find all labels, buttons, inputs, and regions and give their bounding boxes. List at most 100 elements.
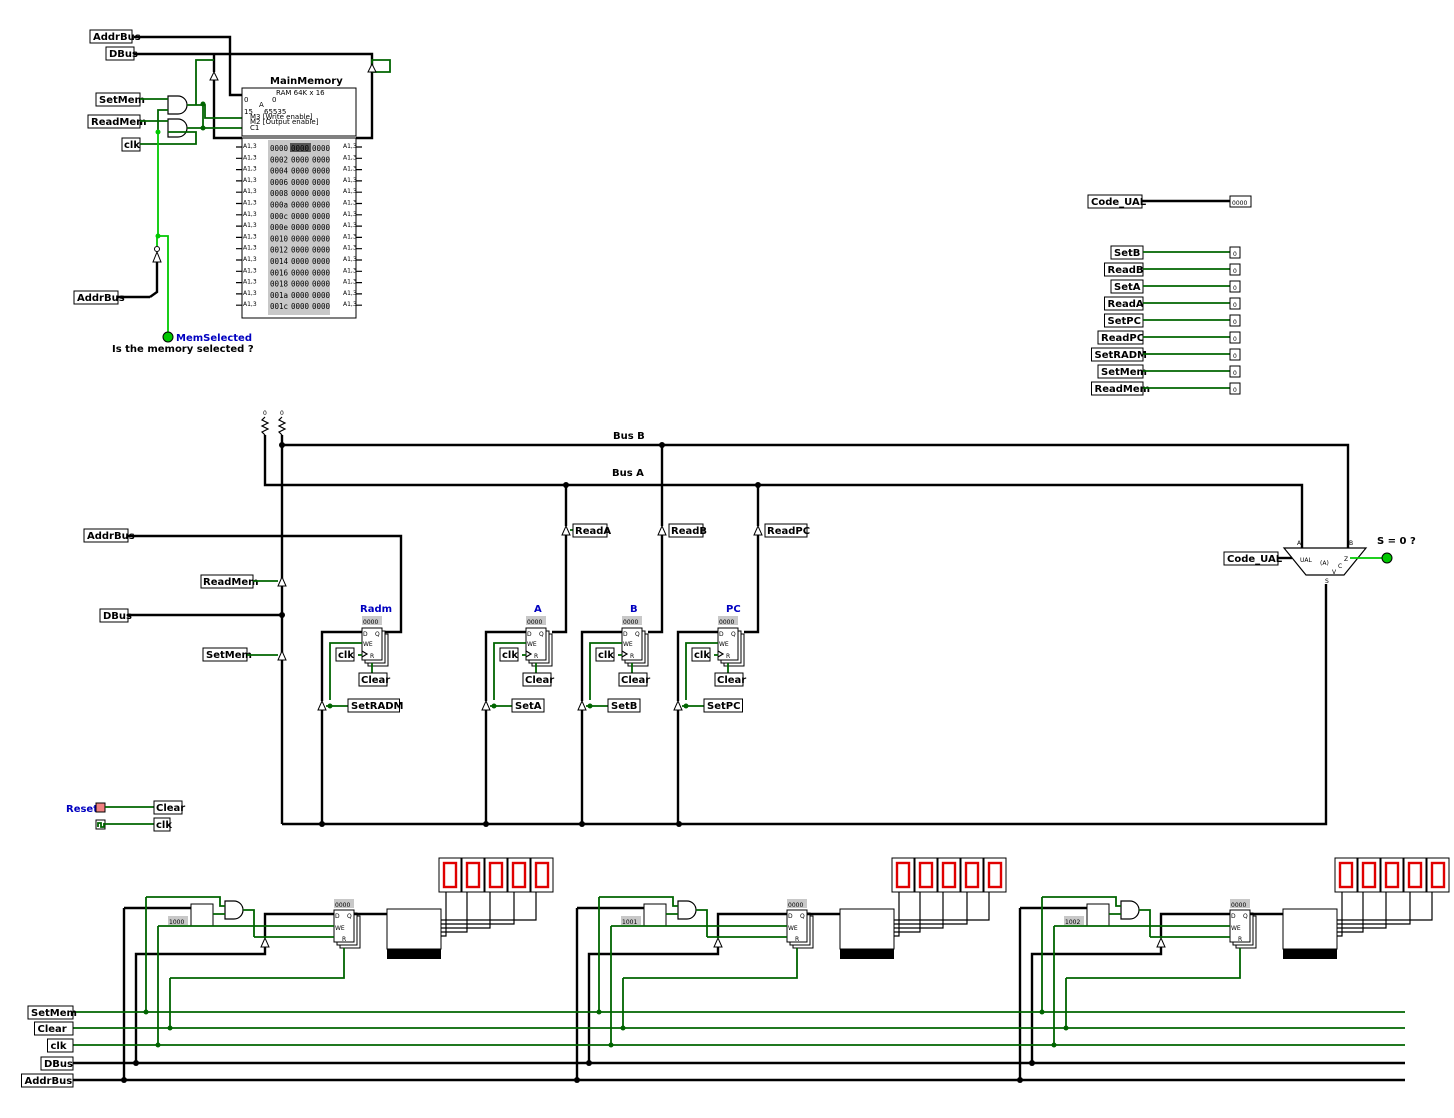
mem-cell[interactable]: 0000: [291, 144, 310, 153]
mem-cell[interactable]: 0000: [291, 189, 310, 198]
pin-readmem[interactable]: ReadMem: [1091, 381, 1151, 396]
mem-cell[interactable]: 0000: [312, 167, 331, 176]
mem-cell[interactable]: 0000: [312, 280, 331, 289]
mem-cell[interactable]: 0000: [291, 234, 310, 243]
mem-cell[interactable]: 0000: [312, 223, 331, 232]
mem-cell[interactable]: 0000: [312, 212, 331, 221]
pin-clear-reg[interactable]: Clear: [714, 672, 746, 687]
alu[interactable]: A B UAL (A) Z C V S: [1282, 540, 1368, 585]
mem-cell[interactable]: 0000: [291, 257, 310, 266]
mem-cell[interactable]: 0000: [291, 155, 310, 164]
mem-addr: 0002: [270, 155, 288, 164]
pin-addrbus-left[interactable]: AddrBus: [83, 528, 135, 543]
mem-cell[interactable]: 0000: [291, 223, 310, 232]
pin-setmem-left[interactable]: SetMem: [202, 647, 252, 662]
mem-cell[interactable]: 0000: [291, 246, 310, 255]
bit-input[interactable]: [1229, 348, 1241, 361]
bit-input[interactable]: [1229, 246, 1241, 259]
mem-cell[interactable]: 0000: [291, 280, 310, 289]
bit-input[interactable]: [1229, 382, 1241, 395]
bit-input[interactable]: [1229, 263, 1241, 276]
main-memory[interactable]: MainMemory RAM 64K x 16 0 0 A 15 65535 M…: [236, 76, 362, 319]
pin-dbus-left[interactable]: DBus: [99, 608, 132, 623]
d-pin: D: [1231, 913, 1236, 920]
mem-cell[interactable]: 0000: [312, 155, 331, 164]
mem-cell[interactable]: 0000: [312, 302, 331, 311]
pin-clk-reg[interactable]: clk: [335, 647, 355, 662]
pin-readmem-top[interactable]: ReadMem: [87, 114, 147, 129]
mem-cell[interactable]: 0000: [312, 144, 331, 153]
pin-readpc[interactable]: ReadPC: [764, 523, 810, 538]
pin-clear-reg[interactable]: Clear: [618, 672, 650, 687]
mem-cell[interactable]: 0000: [312, 189, 331, 198]
pin-readpc[interactable]: ReadPC: [1097, 330, 1144, 345]
pin-setb[interactable]: SetB: [1110, 245, 1144, 260]
bit-input[interactable]: [1229, 331, 1241, 344]
pin-clk-reg[interactable]: clk: [691, 647, 711, 662]
reset-button[interactable]: [95, 802, 106, 813]
pin-seta[interactable]: SetA: [511, 698, 545, 713]
address-const: 1000: [169, 919, 184, 926]
and-gate: [1120, 900, 1140, 920]
pin-addrbus-low[interactable]: AddrBus: [73, 290, 125, 305]
pin-clk-bottom[interactable]: clk: [47, 1038, 74, 1053]
mem-cell[interactable]: 0000: [291, 302, 310, 311]
pin-readb[interactable]: ReadB: [1104, 262, 1144, 277]
mem-pin-right: A1,3: [343, 200, 357, 207]
bus-a-label: Bus A: [612, 468, 644, 479]
mem-cell[interactable]: 0000: [312, 268, 331, 277]
mem-cell[interactable]: 0000: [312, 201, 331, 210]
register-value: 0000: [788, 902, 803, 909]
pin-clear-reset[interactable]: Clear: [153, 800, 185, 815]
line-m2: M2 [Output enable]: [250, 118, 319, 126]
pin-addrbus-bottom[interactable]: AddrBus: [21, 1073, 74, 1088]
mem-cell[interactable]: 0000: [312, 246, 331, 255]
pin-addrbus-top[interactable]: AddrBus: [89, 29, 141, 44]
pin-dbus-top[interactable]: DBus: [105, 46, 138, 61]
mem-cell[interactable]: 0000: [312, 234, 331, 243]
bit-input[interactable]: [1229, 365, 1241, 378]
mem-cell[interactable]: 0000: [291, 167, 310, 176]
mem-cell[interactable]: 0000: [291, 201, 310, 210]
pin-code-ual-top[interactable]: Code_UAL: [1087, 194, 1147, 209]
pin-readmem-left[interactable]: ReadMem: [200, 574, 259, 589]
mem-addr: 0000: [270, 144, 289, 153]
pin-setb[interactable]: SetB: [607, 698, 641, 713]
mem-cell[interactable]: 0000: [291, 268, 310, 277]
mem-addr: 0006: [270, 178, 289, 187]
pin-code-ual-alu[interactable]: Code_UAL: [1223, 551, 1283, 566]
pin-setradm[interactable]: SetRADM: [347, 698, 404, 713]
pin-setmem[interactable]: SetMem: [1097, 364, 1147, 379]
pin-reada[interactable]: ReadA: [1104, 296, 1144, 311]
pin-setmem-bottom[interactable]: SetMem: [27, 1005, 77, 1020]
pin-reada[interactable]: ReadA: [572, 523, 611, 538]
pin-clk-reg[interactable]: clk: [499, 647, 519, 662]
code-ual-input[interactable]: [1229, 195, 1252, 208]
bit-input[interactable]: [1229, 280, 1241, 293]
mem-cell[interactable]: 0000: [291, 178, 310, 187]
mem-cell[interactable]: 0000: [312, 178, 331, 187]
mem-cell[interactable]: 0000: [291, 212, 310, 221]
bit-input[interactable]: [1229, 314, 1241, 327]
pin-readb[interactable]: ReadB: [668, 523, 707, 538]
pin-dbus-bottom[interactable]: DBus: [40, 1056, 74, 1071]
mem-cell[interactable]: 0000: [312, 291, 331, 300]
pin-clk-reg[interactable]: clk: [595, 647, 615, 662]
mem-cell[interactable]: 0000: [312, 257, 331, 266]
bit-input[interactable]: [1229, 297, 1241, 310]
pin-seta[interactable]: SetA: [1110, 279, 1144, 294]
pin-clear-reg[interactable]: Clear: [522, 672, 554, 687]
pin-clear-reg[interactable]: Clear: [358, 672, 390, 687]
pin-setpc[interactable]: SetPC: [1104, 313, 1144, 328]
pin-clear-bottom[interactable]: Clear: [34, 1021, 74, 1036]
pin-setpc[interactable]: SetPC: [703, 698, 743, 713]
mem-cell[interactable]: 0000: [291, 291, 310, 300]
pin-clk-reset[interactable]: clk: [153, 817, 172, 832]
pin-setradm[interactable]: SetRADM: [1091, 347, 1148, 362]
pin-clk-top[interactable]: clk: [121, 137, 141, 152]
pin-setmem-top[interactable]: SetMem: [95, 92, 145, 107]
